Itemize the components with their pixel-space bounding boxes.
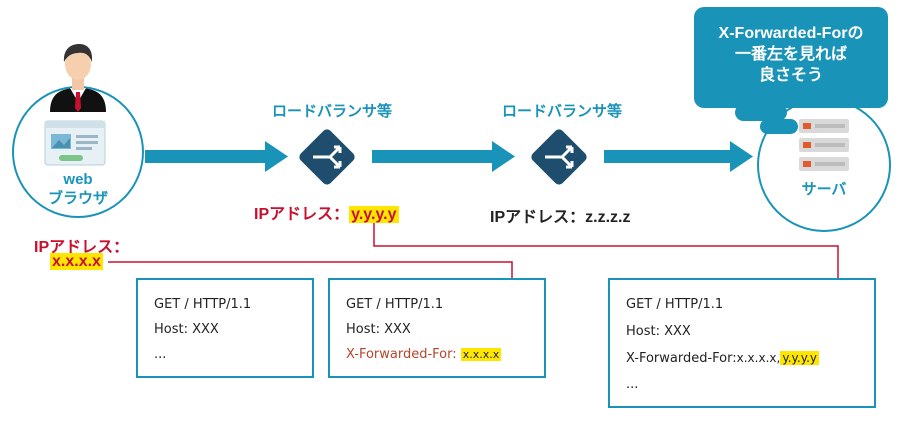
- lb1-ip-value: y.y.y.y: [349, 206, 399, 223]
- request1-line3: ...: [154, 347, 167, 362]
- server-label: サーバ: [801, 181, 847, 198]
- request-box-2: GET / HTTP/1.1 Host: XXX X-Forwarded-For…: [328, 278, 546, 378]
- request3-line1: GET / HTTP/1.1: [626, 297, 724, 312]
- request-box-1: GET / HTTP/1.1 Host: XXX ...: [136, 278, 314, 378]
- lb1-ip-label: IPアドレス：: [254, 206, 350, 223]
- callout-line2: 一番左を見れば: [734, 46, 847, 63]
- server-rack-icon: [799, 119, 849, 171]
- request3-xff-key: X-Forwarded-For:: [626, 351, 737, 366]
- lb1-title: ロードバランサ等: [271, 103, 392, 120]
- user-icon: [50, 44, 106, 112]
- callout-line3: 良さそう: [758, 67, 823, 84]
- callout-line1: X-Forwarded-Forの: [718, 25, 864, 42]
- flow-arrow-3: [604, 141, 753, 172]
- request1-line1: GET / HTTP/1.1: [154, 297, 252, 312]
- browser-ip-value: x.x.x.x: [50, 253, 103, 270]
- thought-bubble-tail-2: [760, 119, 798, 134]
- lb2-ip-text: IPアドレス：z.z.z.z: [490, 209, 631, 226]
- lb2-title: ロードバランサ等: [501, 103, 622, 120]
- thought-bubble-tail-1: [735, 104, 787, 121]
- request-box-3: GET / HTTP/1.1 Host: XXX X-Forwarded-For…: [608, 278, 876, 408]
- request2-xff-value: x.x.x.x: [460, 348, 502, 361]
- browser-label-line2: ブラウザ: [47, 190, 108, 207]
- flow-arrow-1: [145, 141, 288, 172]
- request2-line1: GET / HTTP/1.1: [346, 297, 444, 312]
- request2-line2: Host: XXX: [346, 322, 411, 337]
- browser-ip-label: IPアドレス：: [34, 239, 130, 256]
- request3-xff-value-highlight: y.y.y.y: [780, 351, 820, 365]
- request2-xff-key: X-Forwarded-For:: [346, 347, 457, 362]
- load-balancer-icon: [299, 129, 355, 185]
- browser-label-line1: web: [63, 171, 93, 188]
- load-balancer-icon: [531, 129, 587, 185]
- browser-window-icon: [44, 120, 106, 166]
- request3-line2: Host: XXX: [626, 324, 691, 339]
- request1-line2: Host: XXX: [154, 322, 219, 337]
- request3-line4: ...: [626, 377, 639, 392]
- server-thought-bubble: X-Forwarded-Forの 一番左を見れば 良さそう: [694, 7, 888, 108]
- request3-xff-value-plain: x.x.x.x,: [736, 351, 781, 365]
- flow-arrow-2: [372, 141, 515, 172]
